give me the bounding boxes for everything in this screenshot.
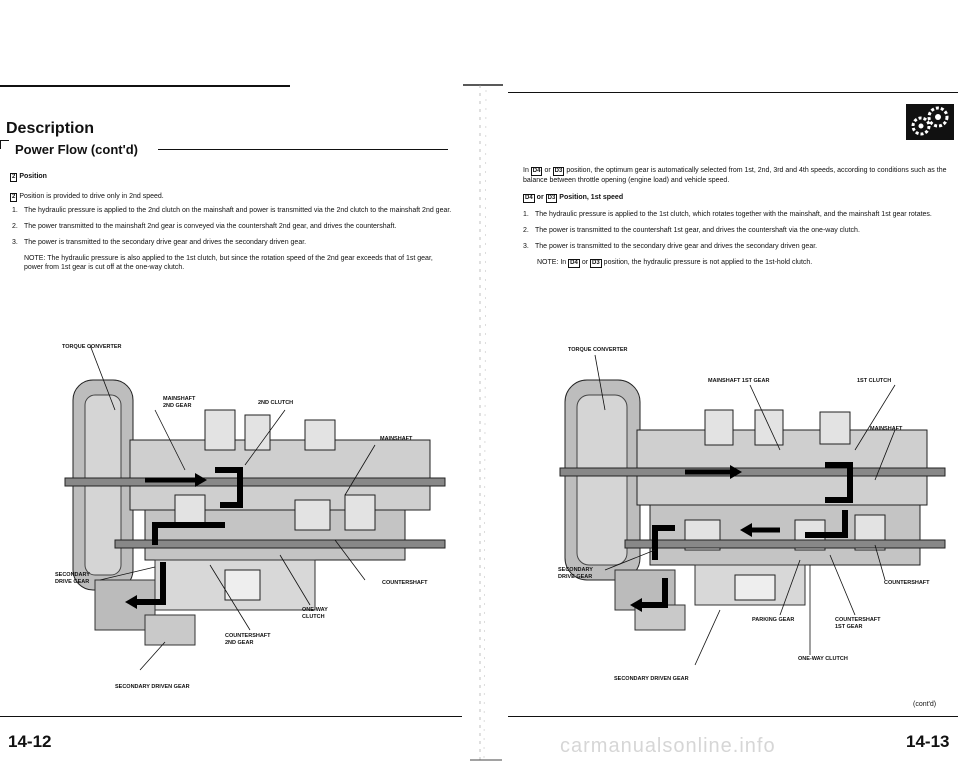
power-flow-arrows bbox=[125, 467, 243, 609]
position-heading-text: Position bbox=[19, 173, 47, 180]
bottom-rule-left bbox=[0, 716, 462, 717]
power-flow-diagram-left bbox=[64, 344, 446, 671]
label-line: DRIVE GEAR bbox=[558, 574, 593, 580]
list-item-number: 3. bbox=[523, 243, 529, 250]
label-line: 2ND GEAR bbox=[163, 403, 192, 409]
d4-box: D4 bbox=[523, 194, 535, 203]
subtitle-bracket bbox=[0, 140, 9, 149]
label-mainshaft-2nd-gear: MAINSHAFT 2ND GEAR bbox=[163, 396, 195, 410]
d3-box: D3 bbox=[552, 167, 565, 176]
list-item-text: The hydraulic pressure is applied to the… bbox=[535, 211, 932, 218]
label-line: SECONDARY bbox=[558, 567, 593, 573]
label-line: ONE-WAY bbox=[302, 607, 328, 613]
label-mainshaft: MAINSHAFT bbox=[380, 436, 413, 442]
list-item: 3. The power is transmitted to the secon… bbox=[523, 242, 955, 251]
page-number-left: 14-12 bbox=[8, 732, 52, 751]
list-item: 2. The power is transmitted to the count… bbox=[523, 226, 955, 235]
list-item-text: The power transmitted to the mainshaft 2… bbox=[24, 223, 397, 230]
power-flow-diagram-right bbox=[559, 354, 946, 666]
label-mainshaft: MAINSHAFT bbox=[870, 426, 903, 432]
label-countershaft-2nd-gear: COUNTERSHAFT 2ND GEAR bbox=[225, 633, 271, 647]
note-or: or bbox=[581, 259, 589, 266]
label-mainshaft-1st-gear: MAINSHAFT 1ST GEAR bbox=[708, 378, 770, 384]
leader-lines bbox=[594, 354, 896, 666]
watermark: carmanualsonline.info bbox=[560, 735, 776, 757]
label-line: SECONDARY bbox=[55, 572, 90, 578]
intro-or: or bbox=[544, 167, 551, 174]
list-item: 2. The power transmitted to the mainshaf… bbox=[12, 222, 452, 231]
label-countershaft-1st-gear: COUNTERSHAFT 1ST GEAR bbox=[835, 617, 881, 631]
list-item-text: The power is transmitted to the secondar… bbox=[24, 239, 307, 246]
gear-blocks bbox=[174, 409, 376, 601]
intro-pre: In bbox=[523, 167, 529, 174]
note-text: position, the hydraulic pressure is not … bbox=[603, 259, 813, 266]
list-item-number: 2. bbox=[523, 227, 529, 234]
position-description-text: Position is provided to drive only in 2n… bbox=[19, 193, 164, 200]
top-rule-left bbox=[0, 85, 290, 87]
label-line: MAINSHAFT bbox=[163, 396, 196, 402]
power-flow-arrows bbox=[630, 462, 853, 612]
transmission-icon bbox=[906, 104, 954, 140]
left-list: 1. The hydraulic pressure is applied to … bbox=[12, 206, 452, 272]
page-title: Description bbox=[6, 120, 95, 137]
label-secondary-driven-gear: SECONDARY DRIVEN GEAR bbox=[115, 684, 190, 690]
shafts bbox=[64, 477, 446, 549]
label-torque-converter: TORQUE CONVERTER bbox=[568, 347, 628, 353]
list-item: 1. The hydraulic pressure is applied to … bbox=[12, 206, 452, 215]
list-item-text: The power is transmitted to the counters… bbox=[535, 227, 860, 234]
label-parking-gear: PARKING GEAR bbox=[752, 617, 795, 623]
page-number-right: 14-13 bbox=[906, 732, 950, 751]
label-line: 1ST GEAR bbox=[835, 624, 863, 630]
note-pre: NOTE: In bbox=[537, 259, 567, 266]
right-list: 1. The hydraulic pressure is applied to … bbox=[523, 210, 955, 268]
shafts bbox=[559, 467, 946, 549]
list-item-number: 3. bbox=[12, 239, 18, 246]
top-rule-right bbox=[508, 92, 958, 93]
continued-note: (cont'd) bbox=[913, 701, 937, 708]
list-item-text: The hydraulic pressure is applied to the… bbox=[24, 207, 452, 214]
label-one-way-clutch: ONE-WAY CLUTCH bbox=[302, 607, 328, 621]
label-countershaft: COUNTERSHAFT bbox=[382, 580, 428, 586]
label-line: CLUTCH bbox=[302, 614, 325, 620]
subtitle-rule bbox=[158, 149, 448, 150]
heading-or: or bbox=[536, 194, 544, 201]
label-secondary-drive-gear: SECONDARY DRIVE GEAR bbox=[558, 567, 593, 581]
leader-lines bbox=[89, 344, 376, 671]
list-item-number: 1. bbox=[12, 207, 18, 214]
label-one-way-clutch: ONE-WAY CLUTCH bbox=[798, 656, 848, 662]
label-2nd-clutch: 2ND CLUTCH bbox=[258, 400, 294, 406]
section-subtitle: Power Flow (cont'd) bbox=[15, 142, 138, 157]
list-item: 3. The power is transmitted to the secon… bbox=[12, 238, 452, 247]
label-line: 2ND GEAR bbox=[225, 640, 254, 646]
binding-gutter bbox=[463, 84, 503, 761]
d4-box: D4 bbox=[530, 167, 543, 176]
label-countershaft: COUNTERSHAFT bbox=[884, 580, 930, 586]
first-speed-heading-text: Position, 1st speed bbox=[559, 194, 624, 201]
list-item-text: The power is transmitted to the secondar… bbox=[535, 243, 818, 250]
label-torque-converter: TORQUE CONVERTER bbox=[62, 344, 122, 350]
d4-box: D4 bbox=[568, 259, 580, 268]
note: NOTE: The hydraulic pressure is also app… bbox=[24, 255, 433, 271]
label-line: COUNTERSHAFT bbox=[225, 633, 271, 639]
position-box: 2 bbox=[10, 173, 18, 182]
label-1st-clutch: 1ST CLUTCH bbox=[857, 378, 892, 384]
bottom-rule-right bbox=[508, 716, 958, 717]
label-line: DRIVE GEAR bbox=[55, 579, 90, 585]
d3-box: D3 bbox=[590, 259, 602, 268]
list-item: 1. The hydraulic pressure is applied to … bbox=[523, 210, 955, 219]
label-line: COUNTERSHAFT bbox=[835, 617, 881, 623]
label-secondary-drive-gear: SECONDARY DRIVE GEAR bbox=[55, 572, 90, 586]
position-box-2: 2 bbox=[10, 193, 18, 202]
list-item-number: 2. bbox=[12, 223, 18, 230]
label-secondary-driven-gear: SECONDARY DRIVEN GEAR bbox=[614, 676, 689, 682]
d3-box: D3 bbox=[545, 194, 558, 203]
list-item-number: 1. bbox=[523, 211, 529, 218]
intro-text: position, the optimum gear is automatica… bbox=[523, 167, 947, 184]
